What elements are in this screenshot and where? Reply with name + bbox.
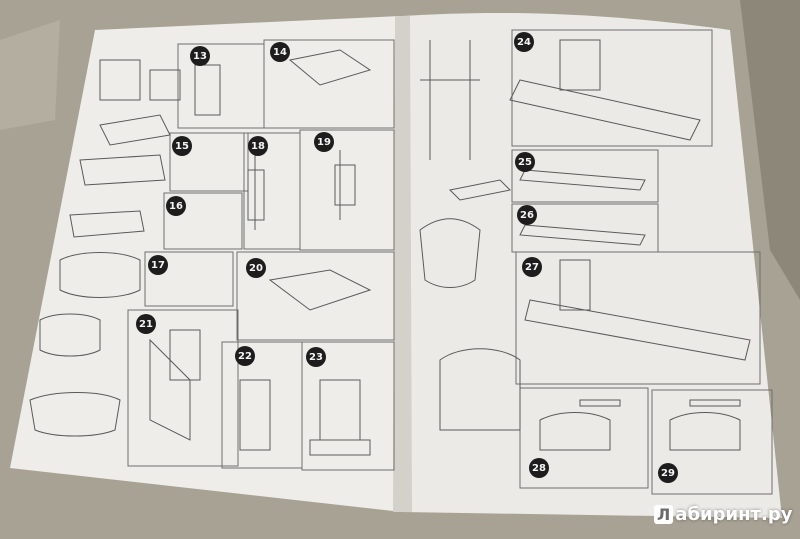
- step-badge-27: 27: [522, 257, 542, 277]
- panel-15: [169, 132, 249, 192]
- step-badge-29: 29: [658, 463, 678, 483]
- panel-21: [127, 309, 239, 467]
- part-sketch: [334, 150, 356, 220]
- part-sketch: [29, 392, 121, 437]
- panel-14: [263, 39, 395, 129]
- part-sketch: [247, 150, 265, 230]
- part-sketch: [268, 269, 372, 311]
- gun-turret-sketch: [669, 399, 741, 451]
- hull-sketch: [524, 259, 751, 361]
- step-badge-21: 21: [136, 314, 156, 334]
- gun-turret-sketch: [539, 399, 621, 451]
- hull-sketch: [509, 39, 701, 141]
- step-badge-28: 28: [529, 458, 549, 478]
- right-page: [402, 12, 782, 519]
- panel-27: [515, 251, 761, 385]
- part-sketch: [149, 329, 201, 441]
- part-sketch: [309, 379, 371, 456]
- watermark-logo-mark: Л: [654, 505, 674, 524]
- step-badge-18: 18: [248, 136, 268, 156]
- part-sketch: [59, 252, 141, 298]
- step-badge-22: 22: [235, 346, 255, 366]
- left-page-panels: [127, 39, 395, 471]
- hull-sketch: [519, 224, 646, 246]
- step-badge-24: 24: [514, 32, 534, 52]
- fabric-pattern: [740, 0, 800, 300]
- model-part-sketches: [29, 39, 751, 456]
- panel-25: [511, 149, 659, 203]
- part-sketch: [79, 154, 166, 186]
- part-sketch: [69, 210, 145, 238]
- step-badge-19: 19: [314, 132, 334, 152]
- part-sketch: [448, 179, 512, 201]
- panel-24: [511, 29, 713, 147]
- right-page-panels: [511, 29, 773, 495]
- part-sketch: [99, 59, 181, 101]
- panel-17: [144, 251, 234, 307]
- step-badge-26: 26: [517, 205, 537, 225]
- panel-28: [519, 387, 649, 489]
- part-sketch: [194, 49, 372, 116]
- part-sketch: [39, 313, 101, 357]
- step-badge-15: 15: [172, 136, 192, 156]
- panel-20: [236, 251, 395, 341]
- step-badge-23: 23: [306, 347, 326, 367]
- step-badge-14: 14: [270, 42, 290, 62]
- mast-sketch: [420, 40, 480, 160]
- panel-19: [299, 129, 395, 251]
- part-sketch: [239, 379, 271, 451]
- panel-23: [301, 341, 395, 471]
- step-badge-16: 16: [166, 196, 186, 216]
- step-badge-20: 20: [246, 258, 266, 278]
- step-badge-13: 13: [190, 46, 210, 66]
- step-badge-17: 17: [148, 255, 168, 275]
- turret-sketch: [439, 348, 521, 431]
- spine-shadow: [393, 16, 412, 512]
- watermark-text: абиринт.ру: [675, 504, 793, 525]
- part-sketch: [419, 218, 481, 288]
- fabric-fold: [0, 20, 60, 130]
- panel-16: [163, 192, 243, 250]
- panel-29: [651, 389, 773, 495]
- step-badge-25: 25: [515, 152, 535, 172]
- hull-sketch: [519, 169, 646, 191]
- part-sketch: [99, 114, 171, 146]
